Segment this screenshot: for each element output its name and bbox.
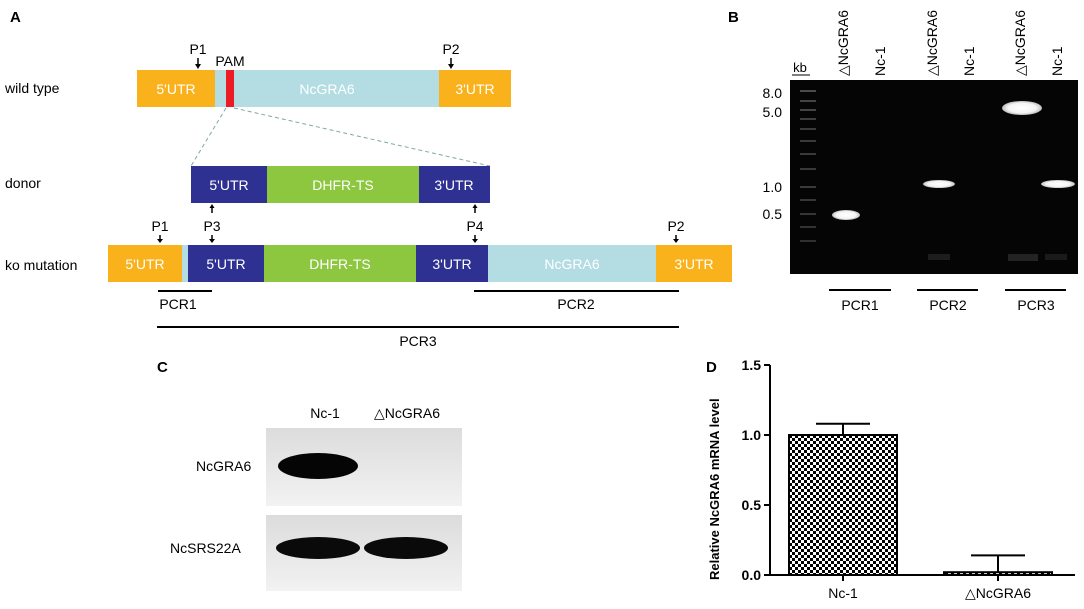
pcr3-label: PCR3 bbox=[399, 333, 437, 349]
lane-label-1: △NcGRA6 bbox=[835, 10, 851, 76]
ko-p4-label: P4 bbox=[466, 218, 483, 234]
ko-gene-label: NcGRA6 bbox=[544, 256, 599, 272]
kb-label: kb bbox=[793, 60, 807, 75]
blot-band-ncsrs22a-knockout bbox=[364, 537, 448, 559]
wt-3utr-box bbox=[439, 70, 511, 107]
donor-5utr-label: 5'UTR bbox=[209, 177, 248, 193]
blot-band-ncsrs22a-nc1 bbox=[276, 537, 360, 559]
wt-gene-box bbox=[215, 70, 439, 107]
ko-3utr-outer-label: 3'UTR bbox=[674, 256, 713, 272]
donor-marker-box bbox=[267, 166, 419, 203]
ko-p1-label: P1 bbox=[151, 218, 168, 234]
donor-marker-label: DHFR-TS bbox=[312, 177, 373, 193]
wt-p1-label: P1 bbox=[189, 41, 206, 57]
blot-column-nc1: Nc-1 bbox=[310, 405, 340, 421]
y-tick-label-2: 1.0 bbox=[742, 427, 762, 443]
ladder-label-5kb: 5.0 bbox=[763, 104, 783, 120]
blot-row-ncsrs22a: NcSRS22A bbox=[170, 540, 241, 556]
ladder-label-0-5kb: 0.5 bbox=[763, 206, 783, 222]
donor-connector-right bbox=[233, 107, 491, 167]
ko-marker-box bbox=[264, 245, 416, 282]
pcr1-label: PCR1 bbox=[159, 296, 197, 312]
ko-p3-label: P3 bbox=[203, 218, 220, 234]
ko-5utr-inner-box bbox=[188, 245, 264, 282]
blot-column-knockout: △NcGRA6 bbox=[374, 405, 440, 421]
band-pcr2-knockout bbox=[923, 180, 955, 188]
y-axis-label: Relative NcGRA6 mRNA level bbox=[707, 398, 722, 580]
x-tick-label-1: △NcGRA6 bbox=[965, 585, 1031, 601]
ladder-label-8kb: 8.0 bbox=[763, 85, 783, 101]
pcr2-group-label: PCR2 bbox=[929, 297, 967, 313]
band-pcr3-knockout bbox=[1002, 101, 1042, 115]
ko-3utr-outer-box bbox=[656, 245, 732, 282]
x-tick-label-0: Nc-1 bbox=[828, 585, 858, 601]
panel-b: B kb △NcGRA6 Nc-1 △NcGRA6 Nc-1 △NcGRA6 N… bbox=[728, 9, 1078, 313]
ko-5utr-outer-label: 5'UTR bbox=[125, 256, 164, 272]
wt-p2-arrowhead bbox=[448, 64, 454, 69]
ko-3utr-inner-label: 3'UTR bbox=[432, 256, 471, 272]
wt-5utr-label: 5'UTR bbox=[156, 81, 195, 97]
ko-p2-arrowhead bbox=[673, 239, 679, 243]
donor-3utr-label: 3'UTR bbox=[434, 177, 473, 193]
panel-a: A wild type 5'UTR NcGRA6 3'UTR P1 PAM P2… bbox=[4, 9, 732, 349]
y-tick-label-1: 0.5 bbox=[742, 497, 762, 513]
wt-3utr-label: 3'UTR bbox=[455, 81, 494, 97]
donor-label: donor bbox=[5, 175, 41, 191]
panel-c-letter: C bbox=[157, 359, 168, 376]
pcr2-label: PCR2 bbox=[557, 296, 595, 312]
wild-type-label: wild type bbox=[4, 80, 60, 96]
lane-label-5: △NcGRA6 bbox=[1012, 10, 1028, 76]
ko-marker-label: DHFR-TS bbox=[309, 256, 370, 272]
relative-mrna-chart: 0.0 0.5 1.0 1.5Nc-1 △NcGRA6 bbox=[742, 357, 1075, 601]
bar-1 bbox=[943, 571, 1053, 577]
lane-label-3: △NcGRA6 bbox=[924, 10, 940, 76]
blot-row-ncgra6: NcGRA6 bbox=[196, 458, 251, 474]
lane-label-4: Nc-1 bbox=[961, 46, 977, 76]
panel-d-letter: D bbox=[706, 359, 717, 376]
ko-p1-arrowhead bbox=[157, 239, 163, 243]
donor-3utr-box bbox=[419, 166, 490, 203]
ko-p4-arrowhead bbox=[472, 239, 478, 243]
ko-3utr-inner-box bbox=[416, 245, 488, 282]
band-pcr1-knockout bbox=[832, 210, 860, 220]
ladder-label-1kb: 1.0 bbox=[763, 179, 783, 195]
wt-p2-label: P2 bbox=[442, 41, 459, 57]
donor-connector-left bbox=[190, 107, 227, 167]
pam-label: PAM bbox=[215, 53, 244, 69]
donor-5utr-box bbox=[191, 166, 267, 203]
ko-5utr-outer-box bbox=[108, 245, 182, 282]
y-tick-label-3: 1.5 bbox=[742, 357, 762, 373]
ko-p3-arrowhead bbox=[209, 239, 215, 243]
ko-gene-box bbox=[488, 245, 656, 282]
wt-gene-label: NcGRA6 bbox=[299, 81, 354, 97]
blot-band-ncgra6-nc1 bbox=[278, 453, 358, 479]
pcr1-group-label: PCR1 bbox=[841, 297, 879, 313]
panel-c: C Nc-1 △NcGRA6 NcGRA6 NcSRS22A bbox=[157, 359, 462, 591]
dna-ladder bbox=[800, 90, 816, 242]
pcr3-group-label: PCR3 bbox=[1017, 297, 1055, 313]
ko-gap-box bbox=[182, 245, 188, 282]
y-tick-label-0: 0.0 bbox=[742, 567, 762, 583]
band-pcr3-wildtype bbox=[1041, 180, 1075, 188]
pam-site-marker bbox=[226, 70, 234, 107]
ko-5utr-inner-label: 5'UTR bbox=[206, 256, 245, 272]
wt-5utr-box bbox=[137, 70, 215, 107]
lane-label-2: Nc-1 bbox=[872, 46, 888, 76]
bar-0 bbox=[788, 434, 898, 576]
ko-mutation-label: ko mutation bbox=[5, 257, 77, 273]
panel-b-letter: B bbox=[728, 9, 739, 26]
wt-p1-arrowhead bbox=[195, 64, 201, 69]
lane-label-6: Nc-1 bbox=[1049, 46, 1065, 76]
panel-a-letter: A bbox=[10, 9, 21, 26]
panel-d: D Relative NcGRA6 mRNA level 0.0 0.5 1.0 1.… bbox=[706, 357, 1075, 601]
ko-p2-label: P2 bbox=[667, 218, 684, 234]
